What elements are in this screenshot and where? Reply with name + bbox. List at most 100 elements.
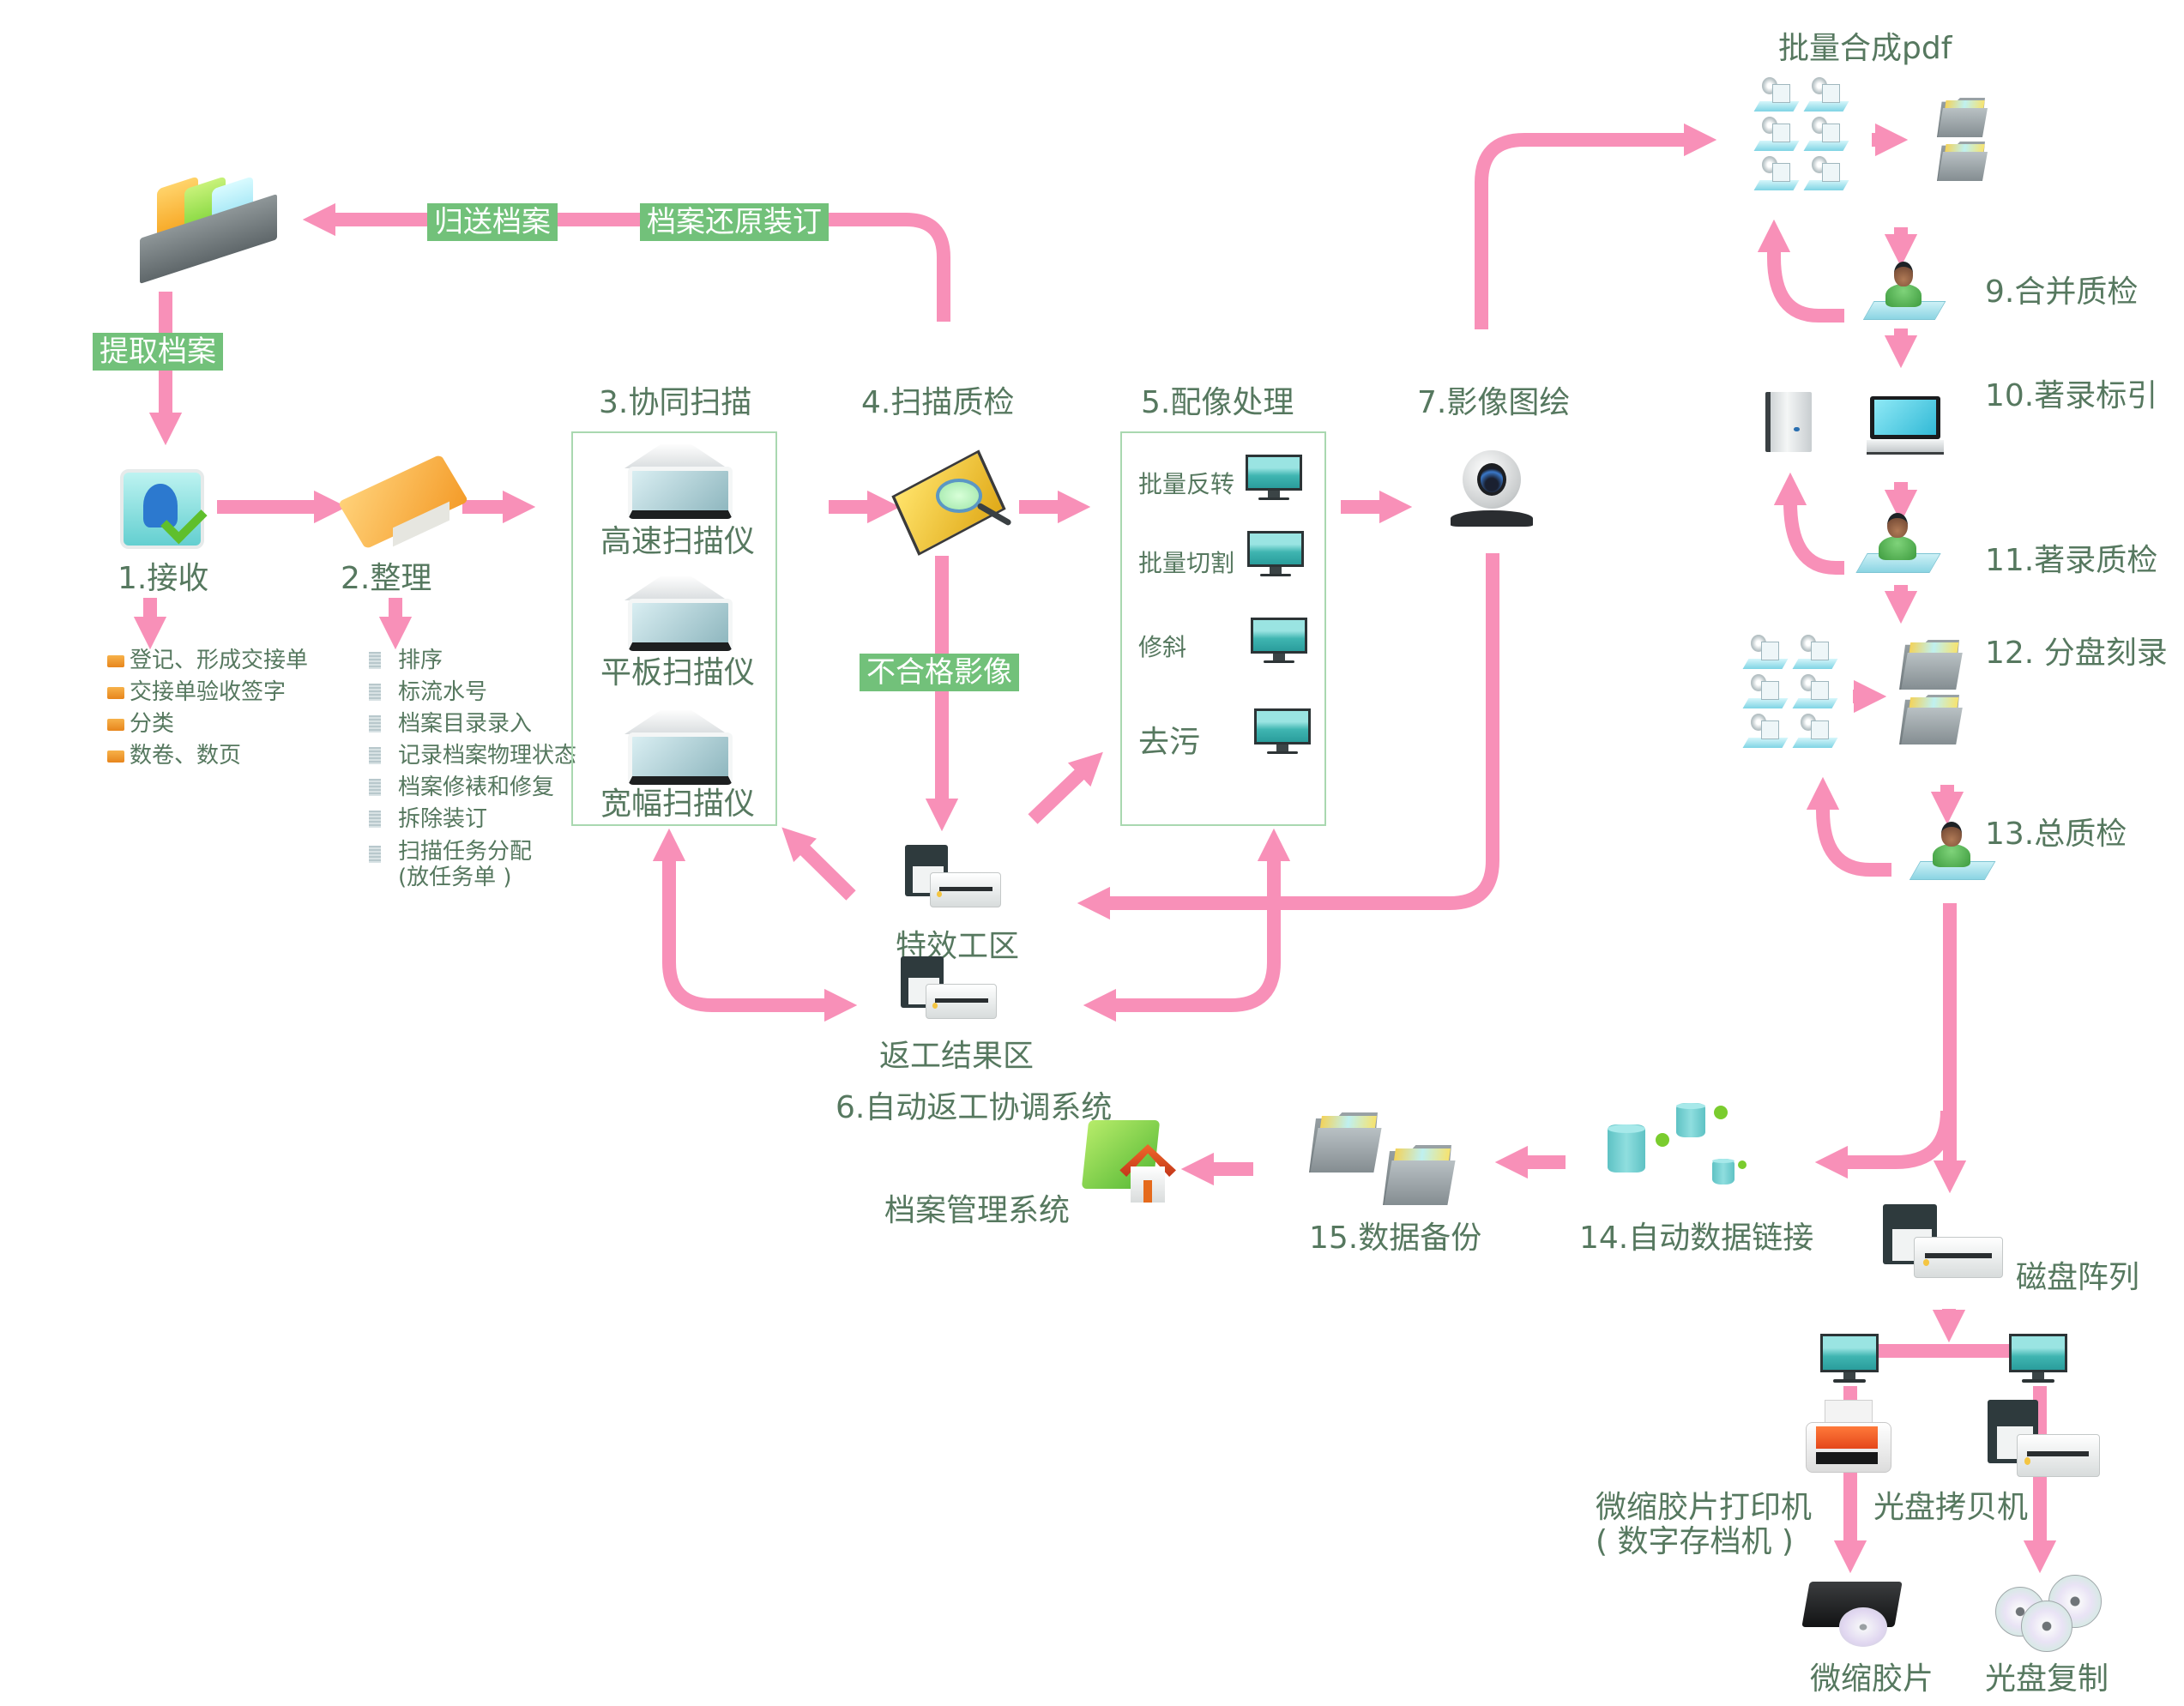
rejected-image-tag: 不合格影像 — [860, 654, 1019, 691]
step-2-task: 标流水号 — [369, 677, 576, 708]
document-bullet-icon — [369, 846, 381, 863]
scanner-icon — [616, 444, 736, 519]
step-11-title: 11.著录质检 — [1985, 543, 2158, 578]
step-5-title: 5.配像处理 — [1141, 385, 1294, 420]
archive-system-house-icon — [1081, 1120, 1176, 1206]
folder-icon — [1899, 640, 1963, 690]
arrow-7-to-pdf — [1475, 123, 1717, 329]
webcam-icon — [1446, 450, 1537, 532]
arrow-effect-to-5 — [1028, 751, 1103, 824]
step-10-title: 10.著录标引 — [1985, 378, 2158, 413]
sorting-book-icon — [337, 454, 469, 550]
monitor-icon — [2009, 1334, 2067, 1387]
document-node-icon — [1803, 156, 1849, 190]
document-bullet-icon — [369, 747, 381, 764]
deskew-label: 修斜 — [1138, 633, 1187, 661]
document-node-icon — [1742, 674, 1789, 708]
monitor-icon — [1820, 1334, 1879, 1387]
document-node-icon — [1792, 635, 1838, 669]
step-4-title: 4.扫描质检 — [861, 385, 1015, 420]
floppy-drive-icon — [901, 956, 1004, 1029]
step-13-title: 13.总质检 — [1985, 817, 2127, 852]
document-bullet-icon — [369, 652, 381, 669]
floppy-drive-icon — [905, 845, 1008, 918]
microfilm-drive-icon — [1801, 1582, 1903, 1647]
quality-check-magnifier-icon — [891, 449, 1015, 557]
monitor-icon — [1247, 531, 1304, 581]
scanner-icon — [616, 576, 736, 651]
step-2-task: 拆除装订 — [369, 804, 576, 835]
step-2-task: 扫描任务分配(放任务单 ) — [369, 835, 576, 890]
server-tower-icon — [1765, 392, 1812, 452]
folder-icon — [1937, 142, 1988, 181]
document-node-icon — [1753, 77, 1800, 112]
despeckle-label: 去污 — [1138, 725, 1201, 760]
batch-crop-label: 批量切割 — [1138, 549, 1235, 577]
document-node-icon — [1753, 156, 1800, 190]
document-node-icon — [1803, 77, 1849, 112]
step-14-title: 14.自动数据链接 — [1579, 1221, 1814, 1256]
disc-copier-label: 光盘拷贝机 — [1873, 1490, 2029, 1525]
film-printer-label: 微缩胶片打印机 — [1596, 1490, 1813, 1525]
step-1-task: 分类 — [107, 708, 308, 740]
step-2-task-list: 排序 标流水号 档案目录录入 记录档案物理状态 档案修裱和修复 拆除装订 扫描任… — [369, 645, 576, 890]
database-link-icon — [1608, 1099, 1753, 1197]
step-3-title: 3.协同扫描 — [599, 385, 752, 420]
digital-archiver-note: ( 数字存档机 ) — [1596, 1524, 1794, 1559]
document-node-icon — [1792, 674, 1838, 708]
extract-archive-tag: 提取档案 — [93, 333, 223, 371]
arrow-9-loopback — [1757, 219, 1844, 323]
folder-bullet-icon — [107, 655, 124, 667]
arrow-11-loopback — [1773, 472, 1844, 575]
folder-icon — [1383, 1145, 1456, 1205]
inspector-person-icon — [1855, 513, 1941, 573]
step-2-task: 记录档案物理状态 — [369, 740, 576, 772]
inspector-person-icon — [1909, 822, 1996, 880]
arrow-7-to-effect — [1077, 553, 1499, 920]
restore-binding-tag: 档案还原装订 — [640, 203, 829, 241]
scanner-group-box — [571, 431, 777, 826]
optical-discs-icon — [1995, 1575, 2102, 1652]
step-7-title: 7.影像图绘 — [1417, 385, 1571, 420]
pdf-source-grid — [1753, 77, 1860, 197]
folder-icon — [1937, 98, 1988, 137]
arrow-loop-left — [652, 828, 858, 1022]
folder-icon — [1899, 695, 1963, 744]
monitor-icon — [1254, 708, 1311, 758]
folder-bullet-icon — [107, 687, 124, 699]
step-2-task: 档案修裱和修复 — [369, 772, 576, 804]
disc-copy-label: 光盘复制 — [1985, 1661, 2109, 1697]
step-1-task: 登记、形成交接单 — [107, 645, 308, 677]
folder-icon — [1309, 1112, 1382, 1172]
receive-user-check-icon — [120, 469, 208, 549]
arrow-13-loopback — [1806, 776, 1891, 877]
archive-tray-icon — [140, 176, 277, 284]
inspector-person-icon — [1862, 262, 1946, 320]
burn-source-grid — [1742, 635, 1849, 755]
arrow-restore-to-tray — [302, 202, 950, 322]
folder-bullet-icon — [107, 719, 124, 731]
scanner-icon — [616, 710, 736, 785]
document-bullet-icon — [369, 715, 381, 732]
batch-invert-label: 批量反转 — [1138, 470, 1235, 498]
document-node-icon — [1792, 714, 1838, 748]
document-bullet-icon — [369, 684, 381, 701]
arrow-effect-to-3 — [781, 827, 856, 901]
image-processing-box — [1120, 431, 1326, 826]
document-bullet-icon — [369, 779, 381, 796]
wide-format-scanner-label: 宽幅扫描仪 — [600, 787, 756, 822]
arrow-loop-right — [1083, 828, 1291, 1022]
step-9-title: 9.合并质检 — [1985, 274, 2139, 310]
document-node-icon — [1803, 117, 1849, 151]
laptop-icon — [1867, 396, 1944, 455]
return-archive-tag: 归送档案 — [427, 203, 558, 241]
step-1-task: 交接单验收签字 — [107, 677, 308, 708]
step-12-title: 12. 分盘刻录 — [1985, 636, 2168, 671]
monitor-icon — [1246, 455, 1302, 504]
batch-pdf-title: 批量合成pdf — [1778, 31, 1952, 66]
step-15-title: 15.数据备份 — [1309, 1221, 1482, 1256]
arrow-13-branch-left — [1814, 1110, 1954, 1179]
step-2-title: 2.整理 — [341, 561, 432, 596]
microfilm-label: 微缩胶片 — [1810, 1661, 1934, 1697]
